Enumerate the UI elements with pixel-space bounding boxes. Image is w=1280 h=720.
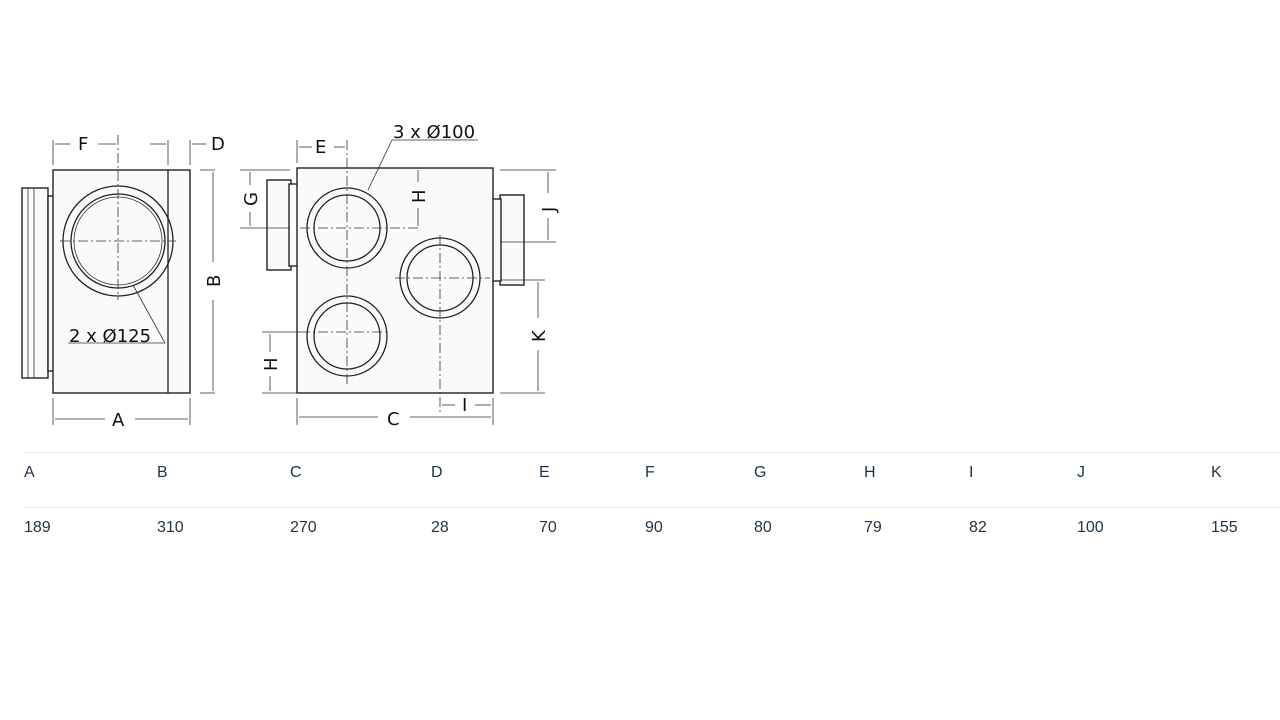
table-header-a: A — [24, 464, 35, 481]
table-value-c: 270 — [290, 519, 317, 536]
dim-label-I: I — [462, 395, 467, 416]
front-note-diameter: 3 x Ø100 — [393, 122, 475, 143]
table-divider — [24, 507, 1280, 508]
side-view: F D B A 2 x Ø125 — [21, 134, 225, 431]
table-header-f: F — [645, 464, 655, 481]
dim-label-J: J — [539, 207, 560, 213]
table-header-h: H — [864, 464, 876, 481]
dim-label-G: G — [241, 192, 262, 206]
table-value-j: 100 — [1077, 519, 1104, 536]
dim-label-E: E — [315, 137, 326, 158]
dim-label-H-bottom: H — [261, 357, 282, 371]
dim-label-F: F — [78, 134, 88, 155]
front-view: E 3 x Ø100 G H J K H C I — [240, 122, 560, 430]
table-value-g: 80 — [754, 519, 772, 536]
table-header-g: G — [754, 464, 767, 481]
table-value-a: 189 — [24, 519, 51, 536]
table-value-b: 310 — [157, 519, 184, 536]
table-value-h: 79 — [864, 519, 882, 536]
table-value-f: 90 — [645, 519, 663, 536]
table-header-e: E — [539, 464, 550, 481]
dim-label-B: B — [204, 275, 225, 287]
dim-label-C: C — [387, 409, 400, 430]
dim-label-H-top: H — [409, 189, 430, 203]
dim-label-K: K — [529, 329, 550, 342]
table-value-k: 155 — [1211, 519, 1238, 536]
table-value-i: 82 — [969, 519, 987, 536]
table-header-j: J — [1077, 464, 1085, 481]
dim-label-D: D — [211, 134, 225, 155]
table-value-e: 70 — [539, 519, 557, 536]
table-divider — [24, 452, 1280, 453]
side-note-diameter: 2 x Ø125 — [69, 326, 151, 347]
table-header-b: B — [157, 464, 168, 481]
table-header-i: I — [969, 464, 974, 481]
table-header-c: C — [290, 464, 302, 481]
table-header-k: K — [1211, 464, 1222, 481]
table-value-d: 28 — [431, 519, 449, 536]
dim-label-A: A — [112, 410, 125, 431]
table-header-d: D — [431, 464, 443, 481]
technical-drawing: F D B A 2 x Ø125 — [21, 122, 560, 431]
